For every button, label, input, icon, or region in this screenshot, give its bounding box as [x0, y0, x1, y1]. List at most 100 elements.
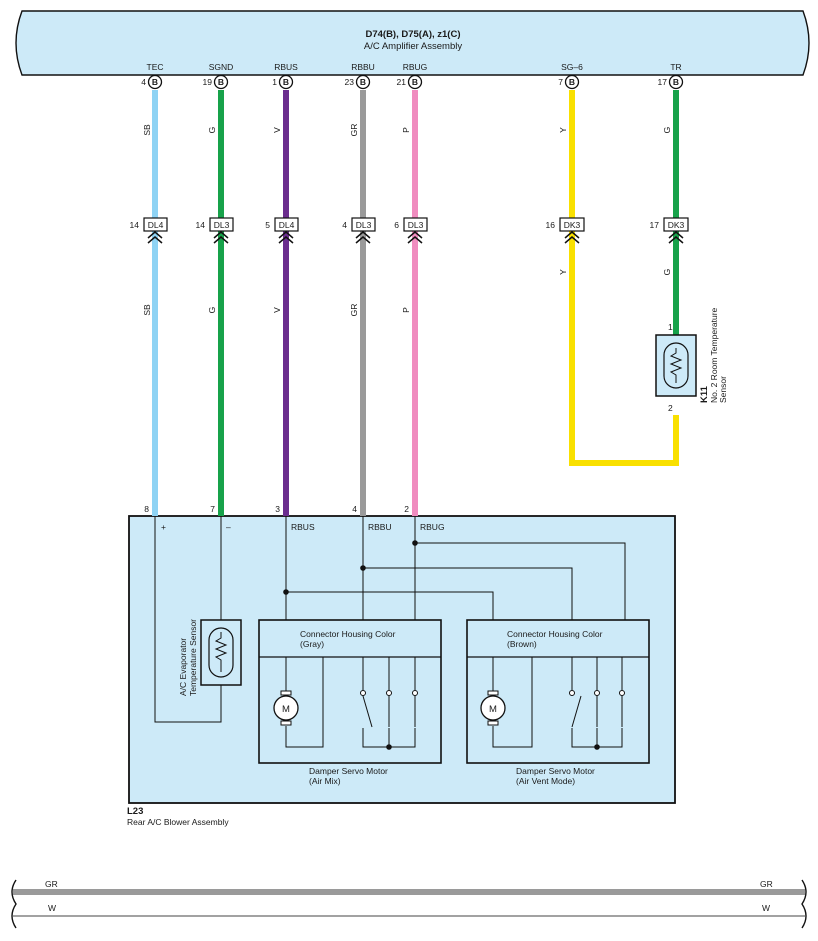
servo-name-2: (Air Mix)	[309, 776, 341, 786]
pin-number: 7	[558, 77, 563, 87]
svg-text:DK3: DK3	[668, 220, 685, 230]
amplifier-banner: D74(B), D75(A), z1(C) A/C Amplifier Asse…	[15, 10, 810, 76]
signal-label: SGND	[209, 62, 234, 72]
svg-text:M: M	[489, 704, 497, 715]
junction-connector: DK3 17	[650, 217, 689, 244]
color-code: SB	[142, 304, 152, 316]
svg-text:DL4: DL4	[279, 220, 295, 230]
housing-color-2: (Brown)	[507, 639, 537, 649]
color-code: Y	[558, 127, 568, 133]
color-code: GR	[349, 124, 359, 137]
wire-group	[152, 90, 679, 516]
junction-pin: 14	[130, 220, 140, 230]
motor-icon: M	[273, 690, 299, 726]
minus-label: –	[226, 522, 231, 532]
servo-motor-air-vent: Connector Housing Color (Brown) M Damper…	[466, 619, 650, 786]
bus-code-right-top: GR	[760, 879, 773, 889]
housing-color: Connector Housing Color	[300, 629, 396, 639]
svg-text:B: B	[569, 77, 575, 87]
color-codes-upper: SB G V GR P Y G	[142, 124, 672, 137]
svg-text:B: B	[360, 77, 366, 87]
servo-name: Damper Servo Motor	[516, 766, 595, 776]
junction-pin: 4	[342, 220, 347, 230]
color-code: G	[662, 127, 672, 134]
housing-color-2: (Gray)	[300, 639, 324, 649]
color-code: G	[662, 269, 672, 276]
amplifier-name: A/C Amplifier Assembly	[364, 41, 462, 52]
end-pin: 3	[275, 504, 280, 514]
amplifier-connectors: D74(B), D75(A), z1(C)	[365, 29, 460, 40]
blower-name: Rear A/C Blower Assembly	[127, 817, 229, 827]
junction-pin: 5	[265, 220, 270, 230]
end-pin: 2	[404, 504, 409, 514]
svg-text:DL3: DL3	[408, 220, 424, 230]
svg-text:M: M	[282, 704, 290, 715]
color-code: G	[207, 127, 217, 134]
pin-number: 23	[345, 77, 355, 87]
junction-pin: 6	[394, 220, 399, 230]
pin-number: 4	[141, 77, 146, 87]
svg-text:DL3: DL3	[356, 220, 372, 230]
bus-code-right-bottom: W	[762, 903, 770, 913]
svg-text:B: B	[218, 77, 224, 87]
amp-pin-labels: TEC SGND RBUS RBBU RBUG SG–6 TR 4 19 1 2…	[141, 62, 681, 87]
svg-text:B: B	[673, 77, 679, 87]
internal-circuit	[154, 516, 626, 723]
sensor-id: K11	[699, 385, 710, 403]
junction-connector: DL3 14	[196, 217, 234, 244]
junction-connector: DK3 16	[546, 217, 585, 244]
end-pin: 8	[144, 504, 149, 514]
signal-label: TEC	[147, 62, 164, 72]
color-codes-lower: SB G V GR P Y G	[142, 269, 672, 317]
sensor-pin-top: 1	[668, 322, 673, 332]
color-code: G	[207, 307, 217, 314]
evap-sensor-name: A/C Evaporator	[178, 638, 188, 696]
pin-number: 1	[272, 77, 277, 87]
wire-sg6	[569, 90, 679, 466]
end-pin: 4	[352, 504, 357, 514]
pin-marker: B	[213, 74, 229, 90]
junction-connector: DL3 4	[342, 217, 376, 244]
junction-pin: 16	[546, 220, 556, 230]
pin-number: 17	[658, 77, 668, 87]
amp-pins: B B B B B B B	[147, 74, 684, 90]
junction-connector: DL3 6	[394, 217, 428, 244]
evaporator-sensor: A/C Evaporator Temperature Sensor	[178, 619, 242, 696]
color-code: P	[401, 307, 411, 313]
rbus-label: RBUS	[291, 522, 315, 532]
bus-code-left-top: GR	[45, 879, 58, 889]
signal-label: RBBU	[351, 62, 375, 72]
end-pin: 7	[210, 504, 215, 514]
sensor-name-2: Sensor	[718, 376, 728, 403]
svg-text:B: B	[152, 77, 158, 87]
pin-marker: B	[564, 74, 580, 90]
svg-text:B: B	[283, 77, 289, 87]
housing-color: Connector Housing Color	[507, 629, 603, 639]
sensor-name: No. 2 Room Temperature	[709, 307, 719, 403]
motor-icon: M	[480, 690, 506, 726]
svg-text:DK3: DK3	[564, 220, 581, 230]
color-code: GR	[349, 304, 359, 317]
bus-code-left-bottom: W	[48, 903, 56, 913]
color-code: P	[401, 127, 411, 133]
pin-marker: B	[355, 74, 371, 90]
pin-marker: B	[147, 74, 163, 90]
junction-pin: 14	[196, 220, 206, 230]
signal-label: TR	[670, 62, 681, 72]
svg-text:B: B	[412, 77, 418, 87]
sensor-pin-bottom: 2	[668, 403, 673, 413]
evap-sensor-name-2: Temperature Sensor	[188, 619, 198, 696]
pin-marker: B	[278, 74, 294, 90]
servo-motor-air-mix: Connector Housing Color (Gray) M Damper …	[258, 619, 442, 786]
svg-text:DL4: DL4	[148, 220, 164, 230]
color-code: SB	[142, 124, 152, 136]
color-code: V	[272, 127, 282, 133]
rbbu-label: RBBU	[368, 522, 392, 532]
color-code: Y	[558, 269, 568, 275]
junction-connectors: DL4 14 DL3 14 DL4 5 DL3 4 DL3	[130, 217, 689, 244]
servo-name-2: (Air Vent Mode)	[516, 776, 575, 786]
junction-connector: DL4 5	[265, 217, 299, 244]
junction-pin: 17	[650, 220, 660, 230]
junction-connector: DL4 14	[130, 217, 168, 244]
color-code: V	[272, 307, 282, 313]
